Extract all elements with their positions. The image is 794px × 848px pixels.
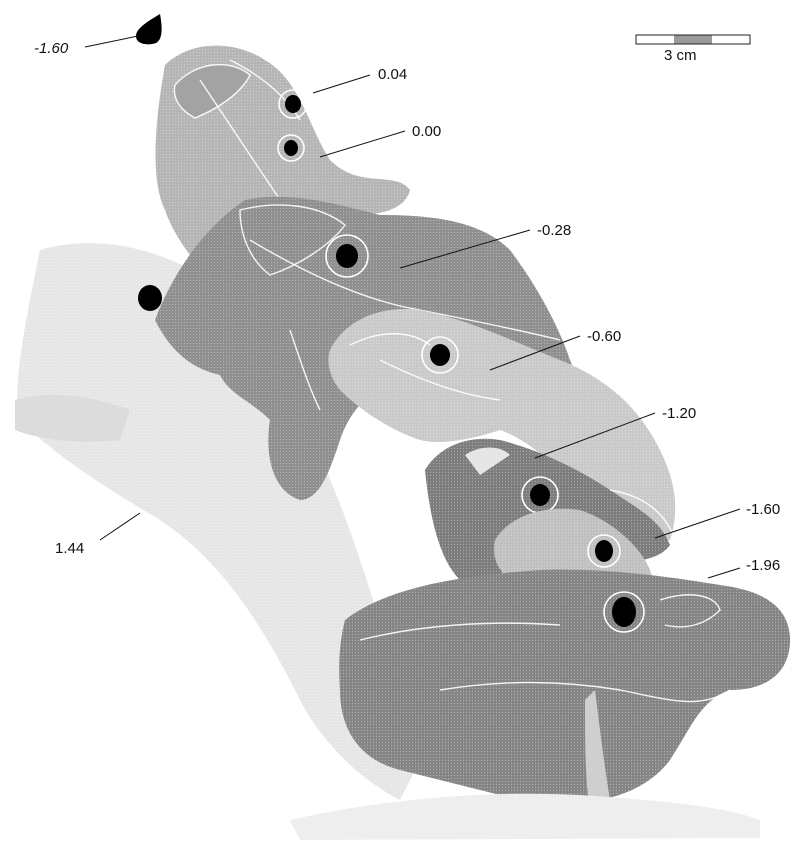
- label-r3: -0.28: [537, 222, 571, 239]
- base-speckle: [290, 794, 760, 840]
- label-r5: -1.20: [662, 405, 696, 422]
- leader-r1: [313, 75, 370, 93]
- leader-r2: [320, 131, 405, 157]
- label-r7: -1.96: [746, 557, 780, 574]
- leader-left-drop: [85, 36, 138, 47]
- label-r1: 0.04: [378, 66, 407, 83]
- scale-bar: 3 cm: [636, 35, 750, 64]
- label-r6: -1.60: [746, 501, 780, 518]
- drop-icon: [136, 14, 162, 44]
- label-r2: 0.00: [412, 123, 441, 140]
- leader-r7: [708, 568, 740, 578]
- label-r4: -0.60: [587, 328, 621, 345]
- scale-bar-label: 3 cm: [664, 47, 697, 64]
- label-left-drop: -1.60: [34, 40, 69, 57]
- leader-left-fish: [100, 513, 140, 540]
- label-left-fish: 1.44: [55, 540, 84, 557]
